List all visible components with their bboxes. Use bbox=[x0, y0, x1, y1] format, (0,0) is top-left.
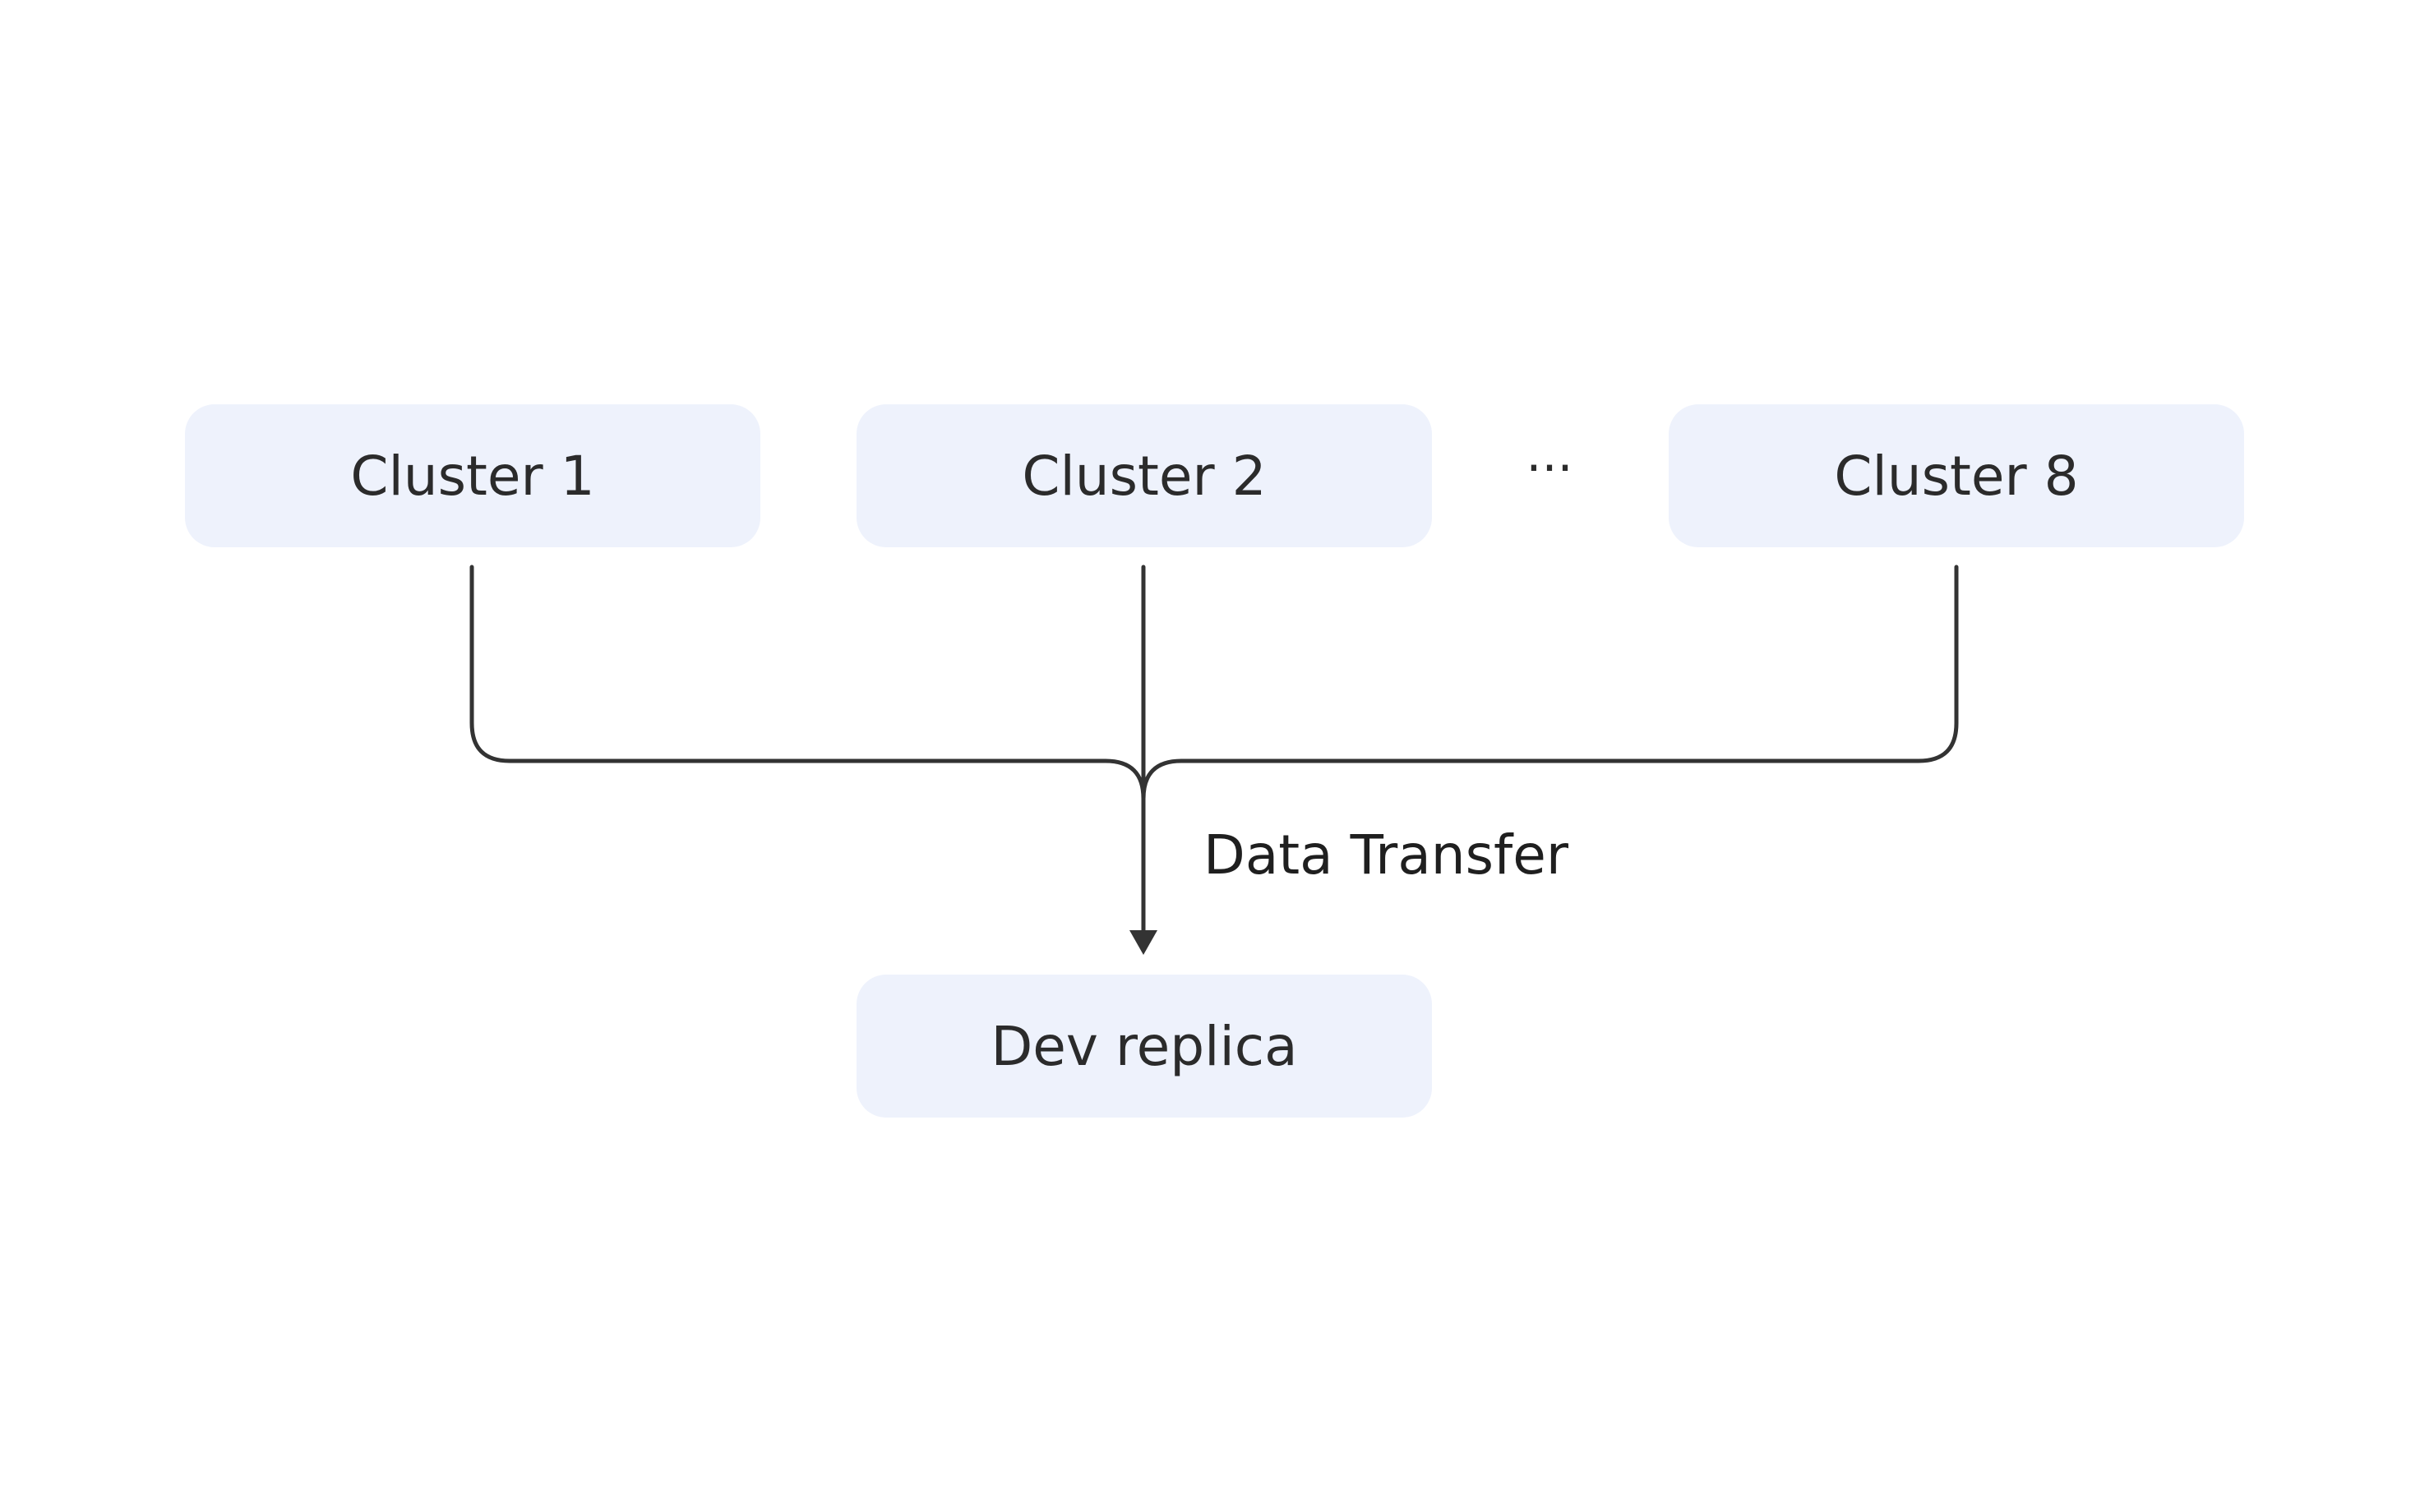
node-cluster-8-label: Cluster 8 bbox=[1834, 444, 2079, 508]
node-cluster-1-label: Cluster 1 bbox=[350, 444, 595, 508]
node-cluster-8: Cluster 8 bbox=[1669, 404, 2244, 547]
node-cluster-2-label: Cluster 2 bbox=[1022, 444, 1267, 508]
node-dev-replica: Dev replica bbox=[857, 975, 1432, 1118]
node-cluster-1: Cluster 1 bbox=[185, 404, 760, 547]
node-dev-replica-label: Dev replica bbox=[991, 1014, 1298, 1078]
arrow-down-icon bbox=[1129, 930, 1157, 955]
edge-label-data-transfer: Data Transfer bbox=[1203, 823, 1568, 887]
connector-cluster-8 bbox=[1141, 565, 1959, 801]
ellipsis-more-clusters: ··· bbox=[1526, 440, 1573, 497]
node-cluster-2: Cluster 2 bbox=[857, 404, 1432, 547]
connector-cluster-1 bbox=[469, 565, 1146, 801]
